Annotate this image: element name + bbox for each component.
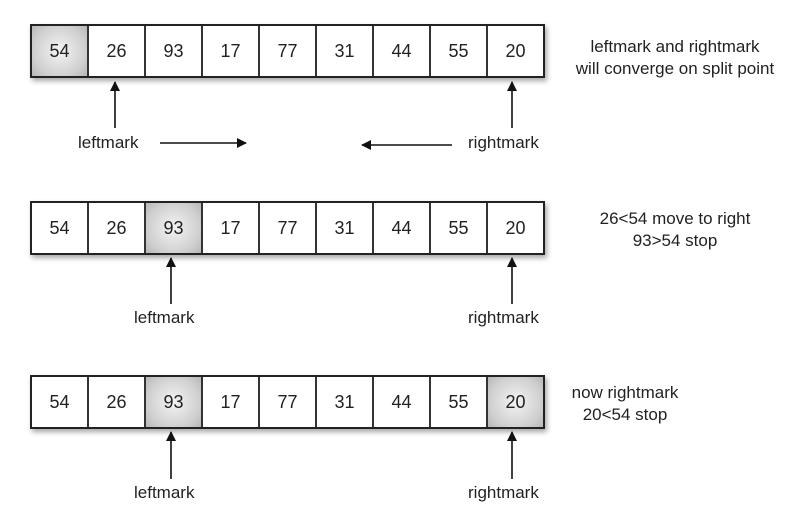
note-line: will converge on split point <box>575 59 775 78</box>
array-cell: 44 <box>374 377 429 427</box>
array-step-3: 54 26 93 17 77 31 44 55 20 <box>30 375 545 429</box>
array-cell: 17 <box>203 377 258 427</box>
array-cell-highlighted: 93 <box>146 377 201 427</box>
array-cell-highlighted: 93 <box>146 203 201 253</box>
array-cell: 93 <box>146 26 201 76</box>
array-cell: 17 <box>203 26 258 76</box>
array-cell: 55 <box>431 377 486 427</box>
array-cell-highlighted: 20 <box>488 377 543 427</box>
leftmark-label: leftmark <box>134 483 195 502</box>
rightmark-label: rightmark <box>468 483 539 502</box>
note-line: now rightmark <box>571 383 679 402</box>
array-cell: 55 <box>431 203 486 253</box>
leftmark-label: leftmark <box>78 133 139 152</box>
array-cell: 44 <box>374 26 429 76</box>
array-cell: 77 <box>260 203 315 253</box>
leftmark-label: leftmark <box>134 308 195 327</box>
array-cell: 55 <box>431 26 486 76</box>
array-cell: 26 <box>89 26 144 76</box>
array-step-1: 54 26 93 17 77 31 44 55 20 <box>30 24 545 78</box>
array-cell: 44 <box>374 203 429 253</box>
rightmark-label: rightmark <box>468 308 539 327</box>
array-cell: 31 <box>317 26 372 76</box>
array-cell-highlighted: 54 <box>32 26 87 76</box>
array-cell: 54 <box>32 377 87 427</box>
array-cell: 31 <box>317 203 372 253</box>
note-line: 20<54 stop <box>582 405 668 424</box>
array-cell: 77 <box>260 377 315 427</box>
note-line: 26<54 move to right <box>599 209 751 228</box>
array-cell: 20 <box>488 203 543 253</box>
array-cell: 77 <box>260 26 315 76</box>
step-1-note: leftmark and rightmark will converge on … <box>550 36 800 80</box>
array-cell: 31 <box>317 377 372 427</box>
note-line: leftmark and rightmark <box>590 37 760 56</box>
array-cell: 17 <box>203 203 258 253</box>
step-3-note: now rightmark 20<54 stop <box>540 382 710 426</box>
step-2-note: 26<54 move to right 93>54 stop <box>550 208 800 252</box>
array-step-2: 54 26 93 17 77 31 44 55 20 <box>30 201 545 255</box>
rightmark-label: rightmark <box>468 133 539 152</box>
array-cell: 20 <box>488 26 543 76</box>
array-cell: 26 <box>89 203 144 253</box>
array-cell: 54 <box>32 203 87 253</box>
note-line: 93>54 stop <box>632 231 718 250</box>
array-cell: 26 <box>89 377 144 427</box>
